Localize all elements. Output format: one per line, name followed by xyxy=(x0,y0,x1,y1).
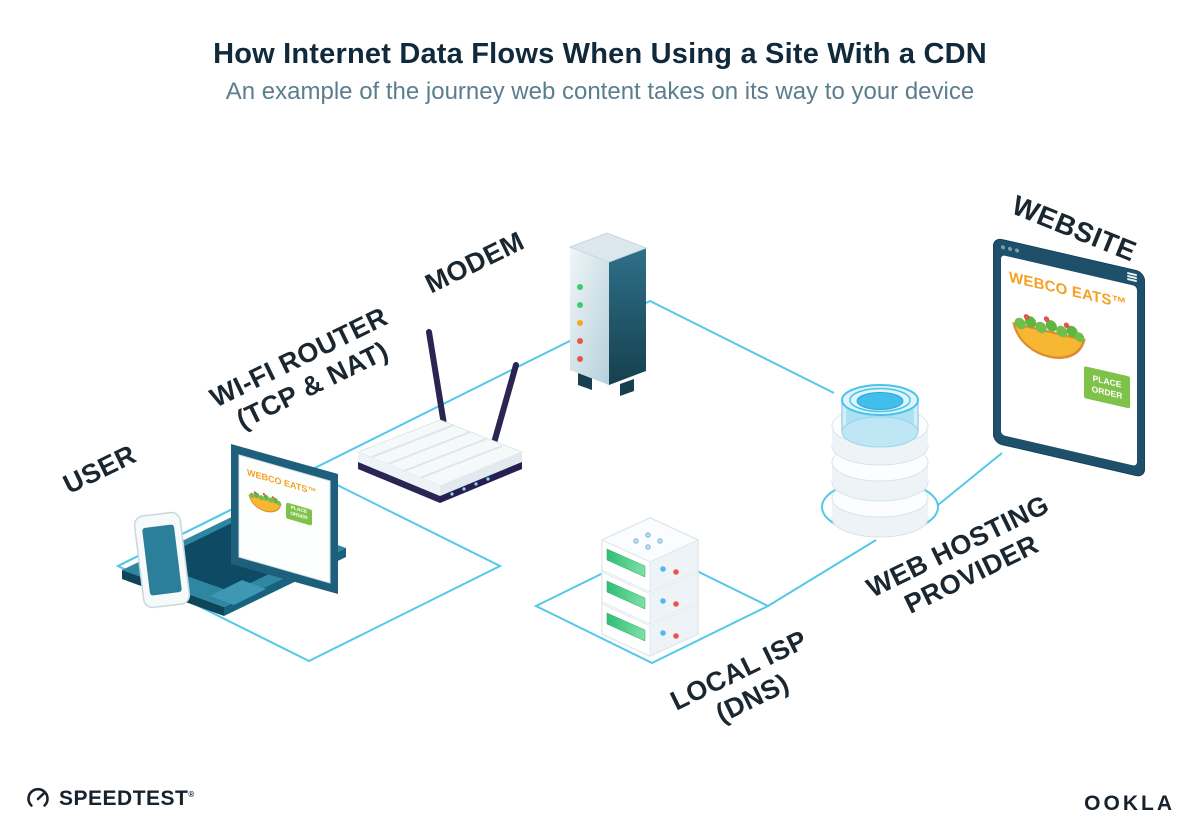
speedtest-wordmark: SPEEDTEST® xyxy=(59,787,195,810)
window-dot-icon xyxy=(1008,246,1012,252)
server-top-dots xyxy=(633,532,663,550)
modem-foot-right xyxy=(620,379,634,396)
speedtest-logo: SPEEDTEST® xyxy=(25,786,195,812)
window-dot-icon xyxy=(1015,248,1019,254)
line-isp-to-hosting xyxy=(767,539,877,607)
line-hosting-to-website xyxy=(937,452,1003,506)
browser-window: WEBCO EATS™ PLACE ORDER xyxy=(993,237,1145,479)
taco-icon xyxy=(1009,302,1089,368)
speedtest-gauge-icon xyxy=(27,787,49,807)
isp-server-icon xyxy=(600,517,700,657)
router-antenna-right xyxy=(489,362,519,453)
database-icon xyxy=(831,384,929,538)
modem-icon xyxy=(568,232,648,396)
laptop-place-order-button: PLACE ORDER xyxy=(286,502,312,526)
router-icon xyxy=(356,329,524,503)
ookla-logo: OOKLA xyxy=(1084,792,1175,815)
modem-status-leds xyxy=(577,284,583,362)
menu-icon xyxy=(1127,272,1137,282)
phone-icon xyxy=(133,511,191,609)
page-title: How Internet Data Flows When Using a Sit… xyxy=(213,38,987,70)
browser-content: WEBCO EATS™ PLACE ORDER xyxy=(1001,254,1137,467)
page-subtitle: An example of the journey web content ta… xyxy=(225,78,975,105)
window-dot-icon xyxy=(1001,244,1005,250)
registered-mark: ® xyxy=(188,790,195,799)
website-place-order-button: PLACE ORDER xyxy=(1084,366,1130,409)
taco-icon xyxy=(247,485,283,517)
